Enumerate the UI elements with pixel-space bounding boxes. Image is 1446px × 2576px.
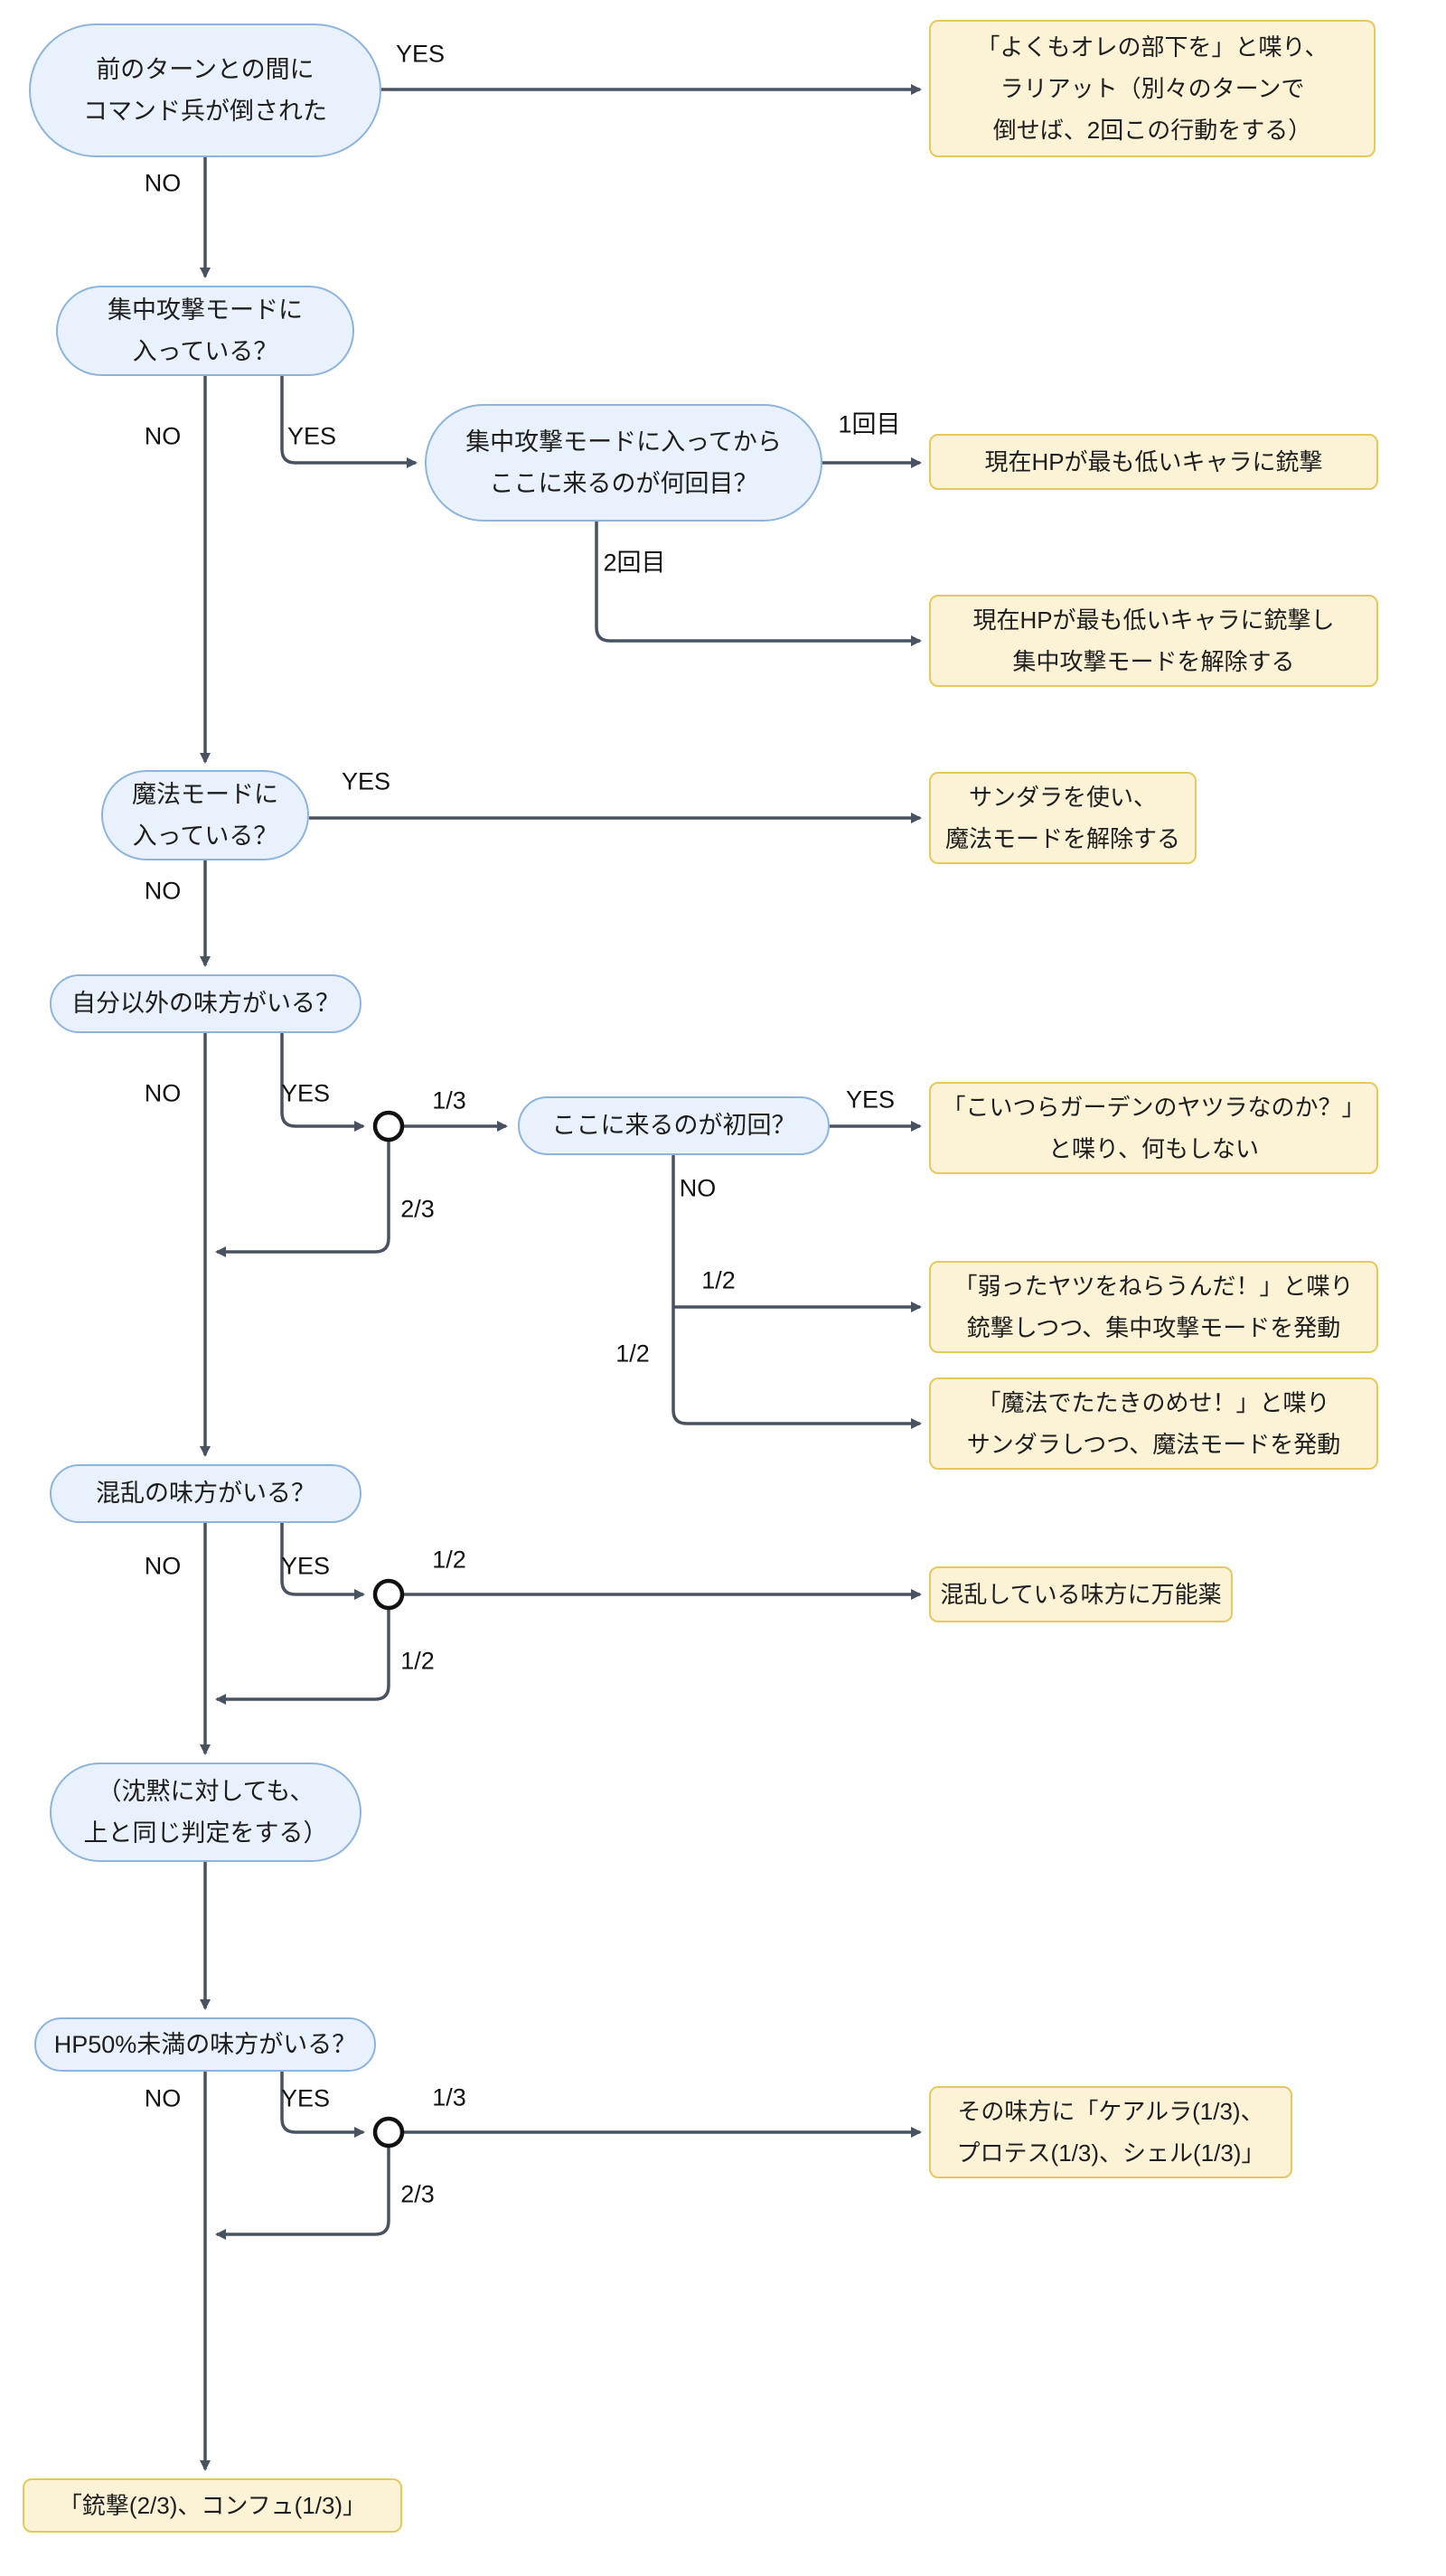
edge-label-yes: YES	[280, 1552, 331, 1580]
edge-label-prob: 1/2	[701, 1266, 736, 1294]
action-default-shoot-confuse: 「銃撃(2/3)、コンフュ(1/3)」	[23, 2478, 402, 2533]
edge-j2-12-merge	[215, 1610, 390, 1705]
edge-label-no: NO	[679, 1174, 717, 1202]
action-line: 「よくもオレの部下を」と喋り、	[976, 33, 1329, 61]
node-line: 混乱の味方がいる？	[96, 1480, 315, 1508]
edge-label-yes: YES	[395, 40, 446, 68]
decision-magic-mode: 魔法モードに 入っている？	[101, 770, 309, 860]
edge-n2-yes-n3	[280, 376, 418, 468]
edge-label-yes: YES	[341, 767, 391, 795]
edge-label-prob: 1/3	[432, 1086, 466, 1114]
edge-n3-2nd-b3	[595, 522, 922, 646]
action-line: サンダラしつつ、魔法モードを発動	[966, 1431, 1341, 1458]
edge-n5-yes-j1	[280, 1033, 365, 1132]
action-line: 魔法モードを解除する	[944, 825, 1180, 852]
action-line: サンダラを使い、	[968, 783, 1157, 811]
junction-circle	[372, 1110, 405, 1142]
node-line: HP50%未満の味方がいる？	[53, 2030, 357, 2058]
decision-ally-below-half-hp: HP50%未満の味方がいる？	[34, 2017, 376, 2072]
action-line: 銃撃しつつ、集中攻撃モードを発動	[966, 1314, 1341, 1341]
edge-label-prob: 2/3	[400, 1195, 435, 1223]
edge-label-1st: 1回目	[838, 410, 901, 438]
action-line: ラリアット（別々のターンで	[1000, 74, 1305, 102]
node-line: 集中攻撃モードに入ってから	[465, 428, 782, 456]
action-remedy: 混乱している味方に万能薬	[929, 1566, 1233, 1622]
node-line: 入っている？	[132, 823, 278, 850]
edge-label-no: NO	[144, 1079, 182, 1107]
action-line: 現在HPが最も低いキャラに銃撃し	[972, 606, 1335, 634]
action-thundara-clear-magic: サンダラを使い、 魔法モードを解除する	[929, 772, 1197, 864]
junction-circle	[372, 1578, 405, 1611]
decision-focus-mode: 集中攻撃モードに 入っている？	[56, 286, 354, 376]
decision-other-allies: 自分以外の味方がいる？	[50, 974, 362, 1033]
edge-label-no: NO	[144, 169, 182, 197]
action-lariat: 「よくもオレの部下を」と喋り、 ラリアット（別々のターンで 倒せば、2回この行動…	[929, 20, 1376, 157]
node-line: 入っている？	[132, 338, 278, 365]
edge-label-no: NO	[144, 877, 182, 905]
action-line: 「銃撃(2/3)、コンフュ(1/3)」	[58, 2491, 367, 2519]
action-shoot-enter-focus: 「弱ったヤツをねらうんだ！」と喋り 銃撃しつつ、集中攻撃モードを発動	[929, 1261, 1378, 1353]
action-shoot-lowest-hp-clear-focus: 現在HPが最も低いキャラに銃撃し 集中攻撃モードを解除する	[929, 595, 1378, 687]
edge-label-prob: 1/2	[432, 1546, 466, 1574]
node-line: ここに来るのが何回目？	[489, 470, 758, 497]
edge-label-no: NO	[144, 1552, 182, 1580]
edge-label-no: NO	[144, 422, 182, 450]
edge-label-yes: YES	[286, 422, 337, 450]
edge-n6-no-b7	[671, 1155, 922, 1429]
action-line: 「魔法でたたきのめせ！」と喋り	[977, 1388, 1330, 1416]
action-line: と喋り、何もしない	[1048, 1135, 1259, 1162]
edge-label-prob: 2/3	[400, 2180, 435, 2208]
decision-first-visit: ここに来るのが初回？	[518, 1096, 830, 1155]
action-thundara-enter-magic: 「魔法でたたきのめせ！」と喋り サンダラしつつ、魔法モードを発動	[929, 1377, 1378, 1470]
node-line: 上と同じ判定をする）	[83, 1819, 328, 1847]
edge-label-no: NO	[144, 2084, 182, 2112]
node-line: コマンド兵が倒された	[83, 98, 327, 125]
edge-label-prob: 1/2	[400, 1647, 435, 1675]
action-line: 集中攻撃モードを解除する	[1012, 648, 1295, 675]
node-line: ここに来るのが初回？	[551, 1112, 796, 1140]
note-silence-same-check: （沈黙に対しても、 上と同じ判定をする）	[50, 1763, 362, 1862]
edge-j3-23-merge	[215, 2148, 390, 2240]
action-line: 混乱している味方に万能薬	[940, 1580, 1222, 1608]
action-line: プロテス(1/3)、シェル(1/3)」	[956, 2139, 1265, 2167]
edge-j1-23-merge	[215, 1142, 390, 1257]
action-cura-protect-shell: その味方に「ケアルラ(1/3)、 プロテス(1/3)、シェル(1/3)」	[929, 2086, 1292, 2178]
junction-circle	[372, 2116, 405, 2148]
node-line: （沈黙に対しても、	[97, 1777, 315, 1805]
action-line: 「こいつらガーデンのヤツラなのか？」	[942, 1093, 1366, 1121]
edge-n9-yes-j3	[280, 2072, 365, 2138]
edge-label-yes: YES	[280, 1079, 331, 1107]
node-line: 自分以外の味方がいる？	[71, 990, 340, 1018]
edge-label-yes: YES	[280, 2084, 331, 2112]
edge-n7-yes-j2	[280, 1523, 365, 1600]
action-line: 「弱ったヤツをねらうんだ！」と喋り	[953, 1272, 1354, 1300]
edge-label-prob: 1/3	[432, 2083, 466, 2111]
edge-label-yes: YES	[845, 1086, 896, 1114]
node-line: 魔法モードに	[132, 780, 278, 808]
action-talk-do-nothing: 「こいつらガーデンのヤツラなのか？」 と喋り、何もしない	[929, 1082, 1378, 1174]
decision-confused-ally: 混乱の味方がいる？	[50, 1464, 362, 1523]
action-line: 現在HPが最も低いキャラに銃撃	[984, 447, 1323, 475]
edge-label-prob: 1/2	[615, 1340, 650, 1368]
node-line: 集中攻撃モードに	[108, 296, 303, 324]
decision-commando-defeated: 前のターンとの間に コマンド兵が倒された	[29, 24, 381, 157]
action-line: 倒せば、2回この行動をする）	[992, 117, 1312, 145]
action-shoot-lowest-hp: 現在HPが最も低いキャラに銃撃	[929, 434, 1378, 490]
node-line: 前のターンとの間に	[96, 55, 315, 83]
action-line: その味方に「ケアルラ(1/3)、	[957, 2097, 1264, 2125]
edge-label-2nd: 2回目	[603, 549, 666, 577]
decision-focus-visit-count: 集中攻撃モードに入ってから ここに来るのが何回目？	[425, 404, 822, 522]
